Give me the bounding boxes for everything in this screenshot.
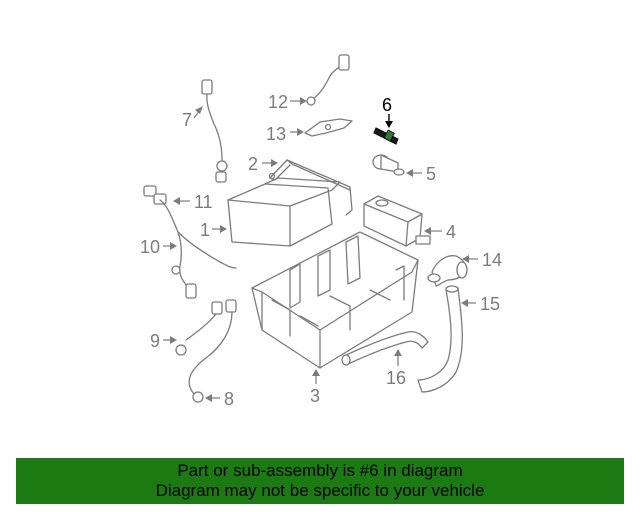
svg-text:2: 2	[248, 154, 258, 174]
svg-text:6: 6	[382, 95, 392, 115]
part-5-valve	[372, 154, 405, 176]
callout-12: 12	[268, 92, 307, 112]
svg-text:3: 3	[310, 386, 320, 406]
banner-line-2: Diagram may not be specific to your vehi…	[155, 481, 485, 500]
part-14-elbow	[427, 255, 468, 287]
part-3-tray	[251, 231, 419, 369]
callout-10: 10	[140, 237, 177, 257]
callout-2: 2	[248, 154, 278, 174]
svg-text:16: 16	[386, 368, 406, 388]
part-7-harness	[201, 79, 228, 183]
part-15-hose	[417, 285, 463, 393]
part-16-pipe	[341, 330, 429, 366]
part-12-sensor	[306, 54, 350, 106]
callout-13: 13	[266, 124, 304, 144]
part-1-canister	[227, 177, 341, 247]
svg-text:15: 15	[480, 294, 500, 314]
callout-4: 4	[424, 222, 456, 242]
callout-8: 8	[205, 389, 234, 409]
part-11-10-harness	[143, 185, 237, 299]
svg-text:13: 13	[266, 124, 286, 144]
callout-5: 5	[406, 164, 436, 184]
banner-line-1: Part or sub-assembly is #6 in diagram	[177, 461, 463, 480]
callout-15: 15	[461, 294, 500, 314]
svg-text:12: 12	[268, 92, 288, 112]
part-6-connector	[373, 127, 399, 145]
part-13-bracket	[304, 118, 353, 137]
svg-text:9: 9	[150, 331, 160, 351]
part-9-8-harness	[175, 299, 237, 403]
svg-text:4: 4	[446, 222, 456, 242]
callout-1: 1	[200, 220, 227, 240]
parts-diagram: 12 13 6 5 2	[140, 54, 502, 409]
svg-text:1: 1	[200, 220, 210, 240]
part-4-box	[363, 195, 431, 247]
svg-text:11: 11	[194, 192, 213, 212]
callout-14: 14	[462, 250, 502, 270]
callout-16: 16	[386, 349, 406, 388]
callout-7: 7	[182, 106, 203, 130]
svg-text:7: 7	[182, 110, 192, 130]
callout-3: 3	[310, 369, 320, 406]
callout-11: 11	[173, 192, 213, 212]
callout-9: 9	[150, 331, 177, 351]
info-banner: Part or sub-assembly is #6 in diagram Di…	[16, 458, 624, 504]
svg-text:14: 14	[482, 250, 502, 270]
svg-text:5: 5	[426, 164, 436, 184]
svg-text:10: 10	[140, 237, 160, 257]
callout-6: 6	[382, 95, 393, 128]
svg-text:8: 8	[224, 389, 234, 409]
